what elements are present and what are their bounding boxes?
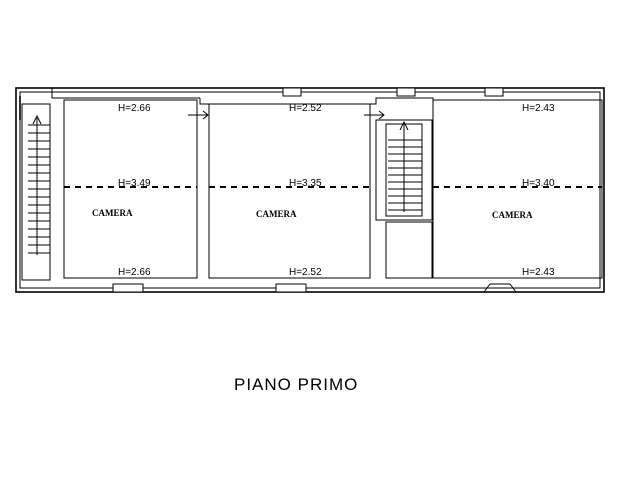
room-2-height-top: H=2.52 — [289, 103, 322, 114]
room-3-height-mid: H=3.40 — [522, 178, 555, 189]
interior-walls — [51, 88, 603, 279]
room-1-height-top: H=2.66 — [118, 103, 151, 114]
room-2-height-mid: H=3.35 — [289, 178, 322, 189]
room-3-height-bottom: H=2.43 — [522, 267, 555, 278]
room-3-name: CAMERA — [492, 210, 533, 220]
room-2-name: CAMERA — [256, 209, 297, 219]
stair-middle — [385, 120, 423, 217]
room-1-name: CAMERA — [92, 208, 133, 218]
plan-title: PIANO PRIMO — [234, 375, 358, 394]
stair-left — [19, 96, 51, 281]
room-1-height-bottom: H=2.66 — [118, 267, 151, 278]
room-1-height-mid: H=3.49 — [118, 178, 151, 189]
outer-walls — [15, 87, 605, 293]
door-arrows — [188, 110, 385, 120]
windows — [112, 87, 517, 293]
room-2-height-bottom: H=2.52 — [289, 267, 322, 278]
room-3-height-top: H=2.43 — [522, 103, 555, 114]
